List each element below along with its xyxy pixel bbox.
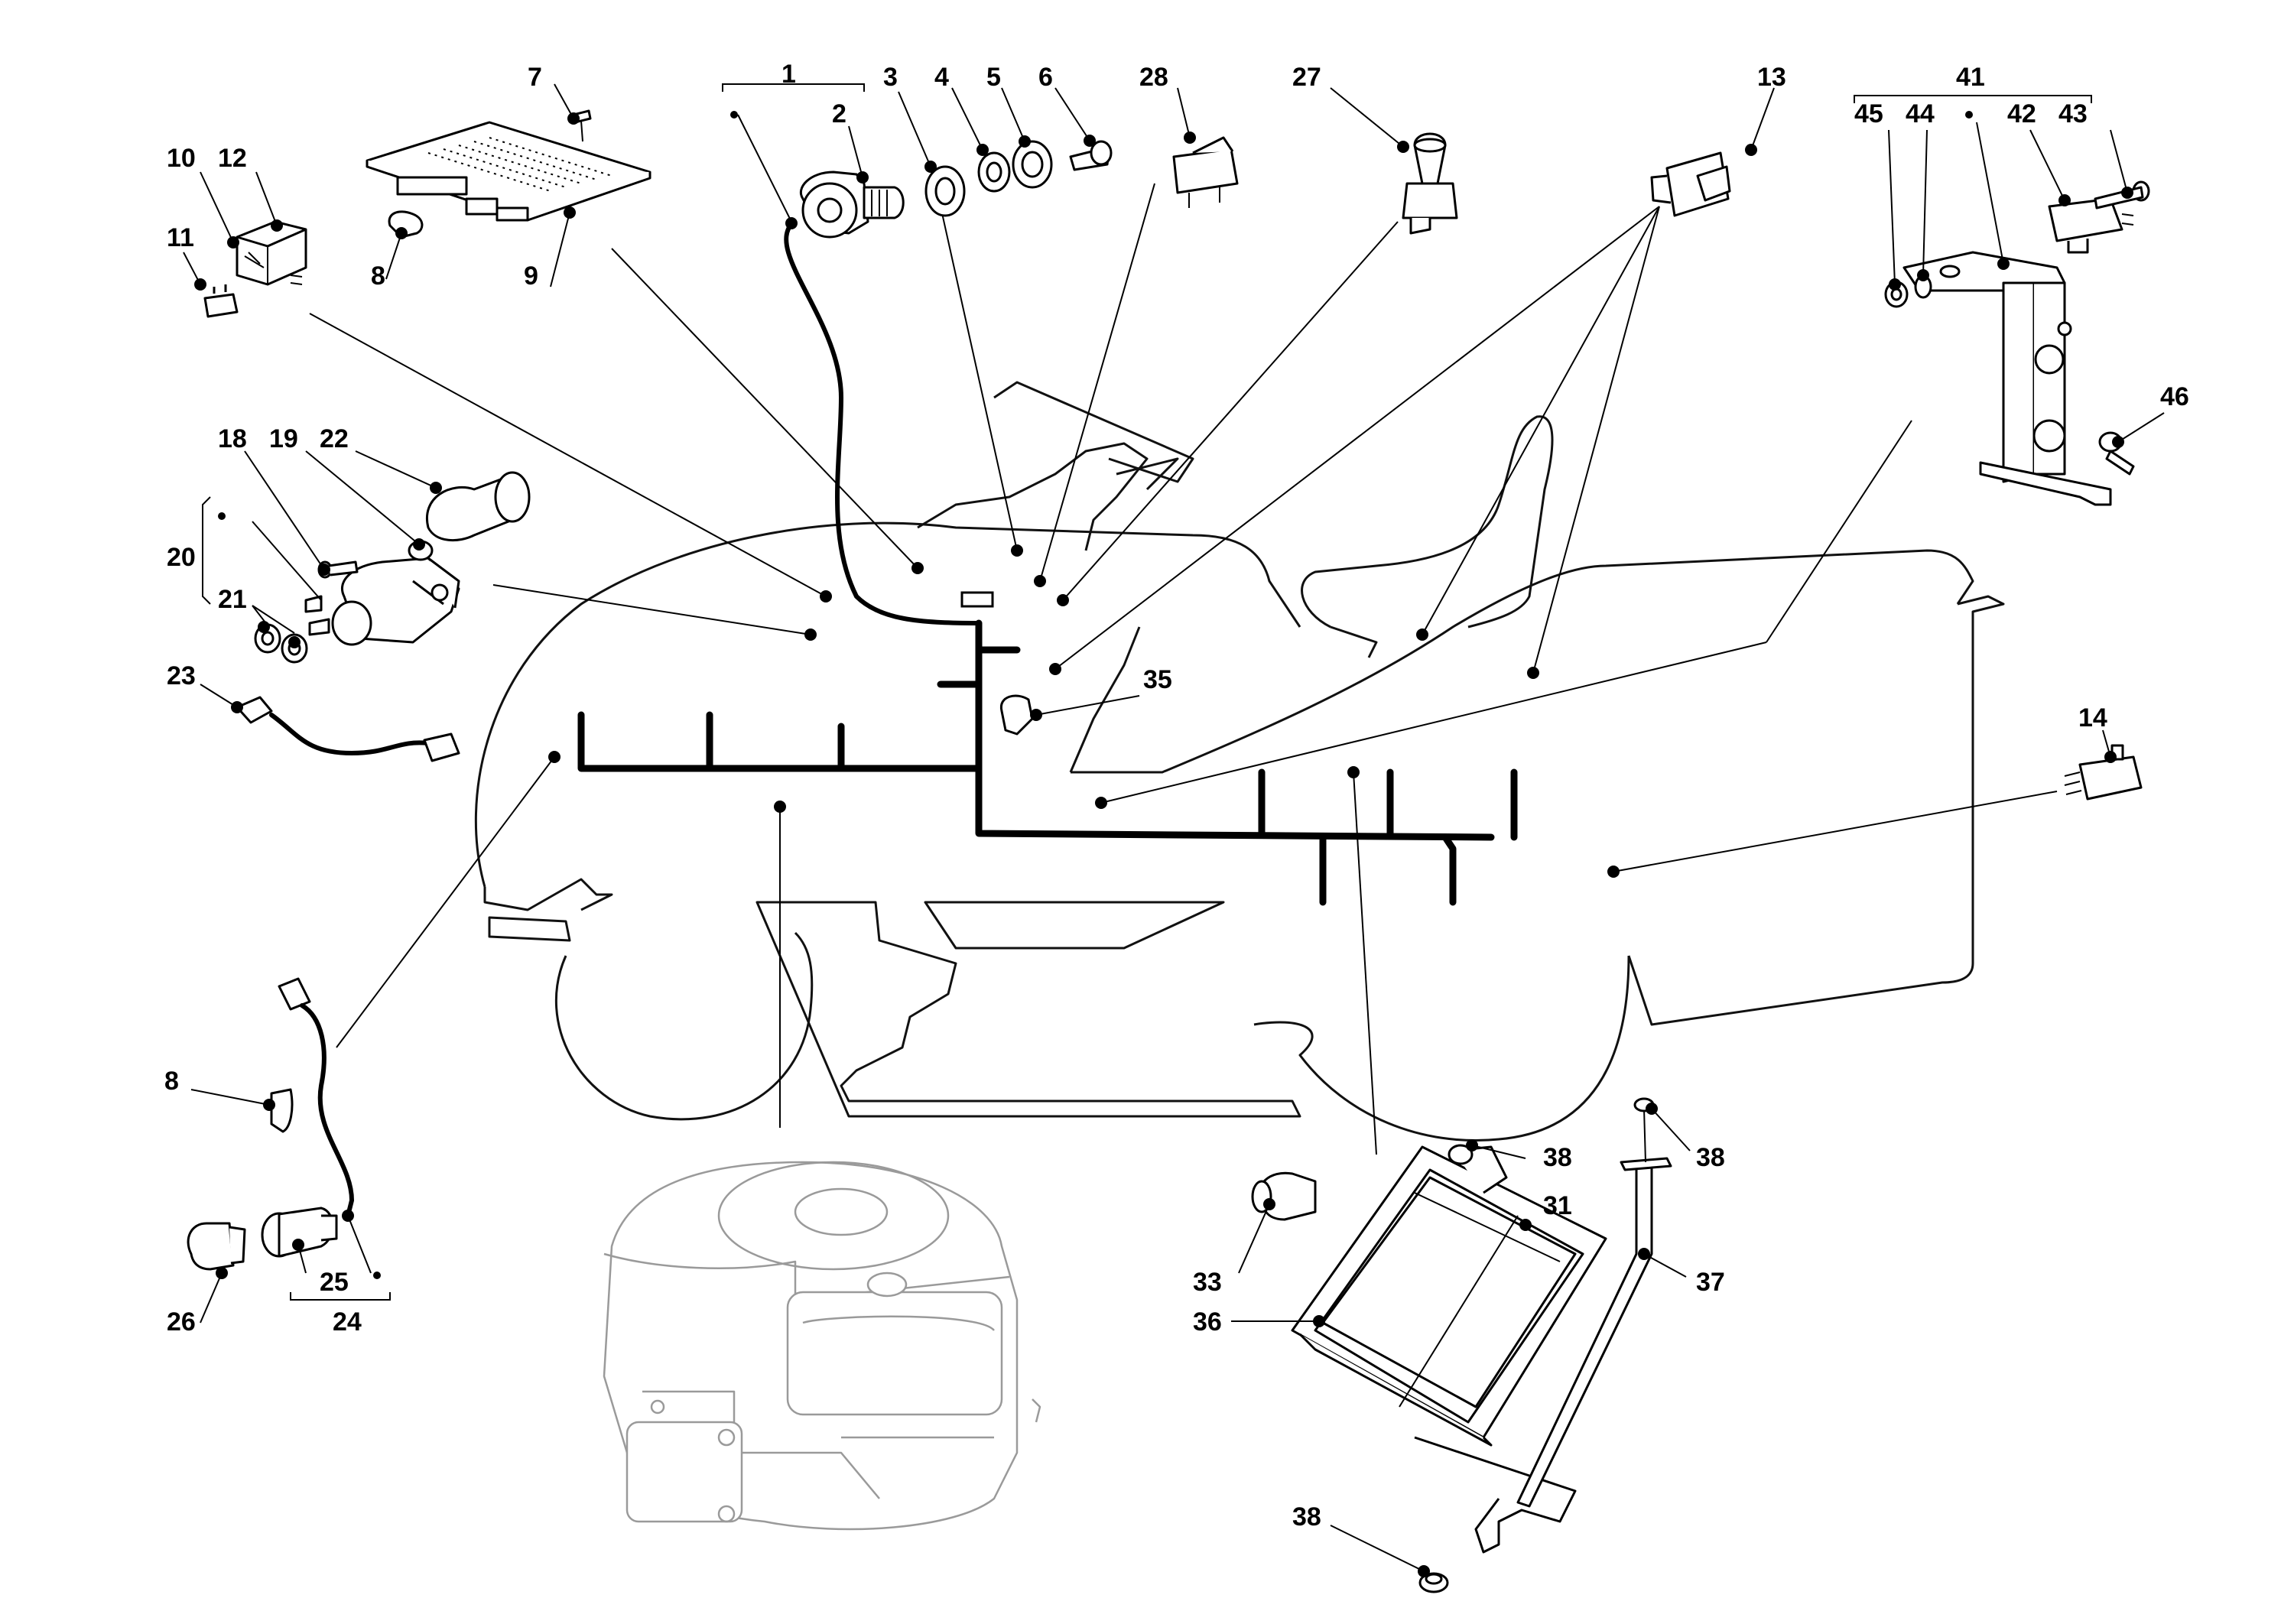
battery bbox=[1321, 1176, 1577, 1408]
callout-labels: 1 2 3 4 5 6 7 8 8 9 10 11 12 13 14 18 19… bbox=[164, 60, 2189, 1531]
callout-leaders bbox=[183, 83, 2165, 1577]
callout-23: 23 bbox=[167, 661, 196, 690]
callout-6: 6 bbox=[1038, 63, 1053, 92]
harness-clip bbox=[999, 694, 1034, 736]
circuit-board bbox=[366, 121, 651, 222]
callout-27: 27 bbox=[1292, 63, 1321, 92]
callout-43: 43 bbox=[2058, 99, 2088, 128]
callout-35: 35 bbox=[1143, 665, 1172, 694]
callout-9: 9 bbox=[524, 261, 538, 291]
ring-nut bbox=[1012, 140, 1053, 189]
cable-23 bbox=[236, 696, 460, 762]
nut-38-top bbox=[1448, 1144, 1474, 1165]
callout-41: 41 bbox=[1956, 63, 1985, 92]
callout-46: 46 bbox=[2160, 382, 2189, 411]
switch-bezel bbox=[924, 165, 966, 217]
callout-22: 22 bbox=[320, 424, 349, 453]
battery-cap bbox=[1251, 1171, 1317, 1221]
bulb bbox=[187, 1222, 246, 1271]
leader-lines bbox=[309, 183, 2058, 1155]
callout-42: 42 bbox=[2007, 99, 2036, 128]
callout-38-right: 38 bbox=[1696, 1143, 1725, 1172]
callout-10: 10 bbox=[167, 144, 196, 173]
callout-33: 33 bbox=[1193, 1268, 1222, 1297]
callout-3: 3 bbox=[883, 63, 898, 92]
switch-bracket bbox=[1902, 251, 2112, 506]
callout-8-lower: 8 bbox=[164, 1067, 179, 1096]
callout-26: 26 bbox=[167, 1307, 196, 1337]
fuse bbox=[203, 284, 239, 318]
wiring-harness bbox=[577, 221, 1518, 906]
washer bbox=[977, 151, 1011, 193]
callout-20: 20 bbox=[167, 543, 196, 572]
cable-clip bbox=[270, 1088, 294, 1133]
rocker-switch bbox=[1172, 136, 1239, 208]
callout-18: 18 bbox=[218, 424, 247, 453]
safety-switch bbox=[1650, 151, 1731, 217]
callout-21: 21 bbox=[218, 585, 247, 614]
ignition-switch bbox=[800, 171, 905, 239]
engine-outline bbox=[603, 1161, 1041, 1531]
nut-38-bottom bbox=[1418, 1572, 1449, 1593]
callout-38-bottom: 38 bbox=[1292, 1502, 1321, 1531]
callout-24: 24 bbox=[333, 1307, 362, 1337]
callout-2: 2 bbox=[832, 99, 846, 128]
relay bbox=[236, 220, 307, 286]
callout-1: 1 bbox=[781, 60, 796, 89]
micro-switch-42 bbox=[2048, 197, 2134, 254]
callout-31: 31 bbox=[1543, 1191, 1572, 1220]
screw-46 bbox=[2098, 431, 2135, 476]
callout-14: 14 bbox=[2078, 703, 2107, 732]
callout-19: 19 bbox=[269, 424, 298, 453]
micro-switch bbox=[2064, 744, 2143, 801]
callout-28: 28 bbox=[1139, 63, 1168, 92]
terminal-boot bbox=[425, 471, 531, 542]
callout-25: 25 bbox=[320, 1268, 349, 1297]
lamp-socket bbox=[261, 1207, 338, 1258]
ignition-key bbox=[1069, 140, 1113, 171]
callout-37: 37 bbox=[1696, 1268, 1725, 1297]
callout-36: 36 bbox=[1193, 1307, 1222, 1337]
callout-11: 11 bbox=[167, 223, 194, 252]
callout-45: 45 bbox=[1854, 99, 1883, 128]
connection-points bbox=[548, 544, 1620, 878]
tractor-body-outline bbox=[474, 381, 2005, 1142]
callout-12: 12 bbox=[218, 144, 247, 173]
lamp-cable bbox=[278, 977, 355, 1218]
battery-strap bbox=[1516, 1097, 1672, 1508]
callout-7: 7 bbox=[528, 63, 542, 92]
callout-44: 44 bbox=[1906, 99, 1935, 128]
callout-38-top: 38 bbox=[1543, 1143, 1572, 1172]
starter-solenoid bbox=[304, 557, 460, 646]
choke-knob bbox=[1402, 132, 1458, 235]
callout-5: 5 bbox=[986, 63, 1001, 92]
callout-4: 4 bbox=[934, 63, 949, 92]
callout-8-top: 8 bbox=[371, 261, 385, 291]
callout-13: 13 bbox=[1757, 63, 1786, 92]
